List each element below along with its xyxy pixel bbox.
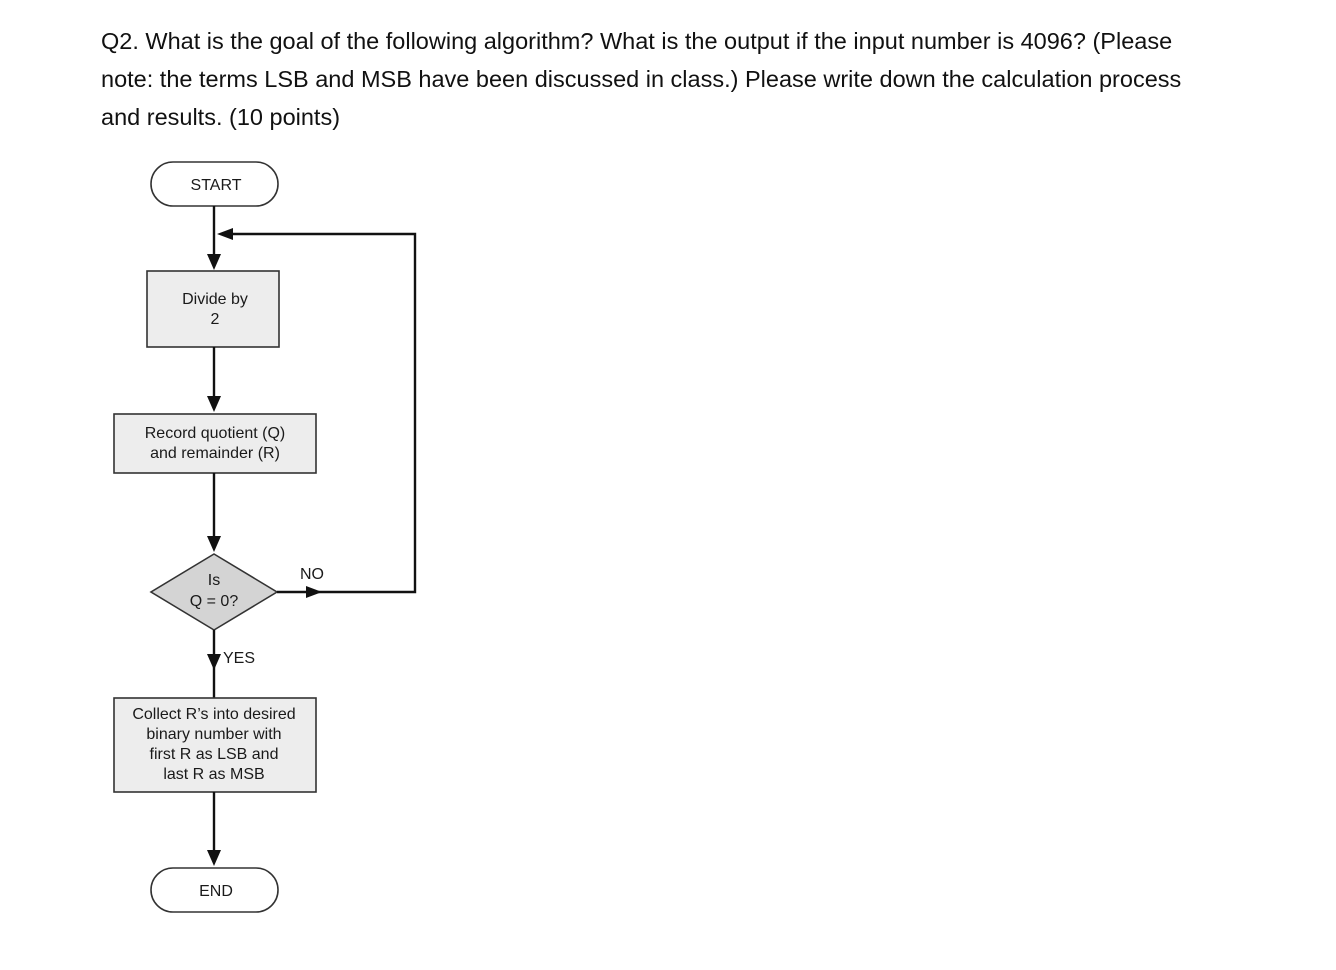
end-node-shape <box>150 867 279 913</box>
record-label-line-2: and remainder (R) <box>150 445 280 462</box>
decision-node-shape <box>149 553 279 631</box>
divide-label-line-1: Divide by <box>182 291 248 308</box>
question-text: Q2. What is the goal of the following al… <box>101 22 1291 136</box>
collect-node: Collect R’s into desired binary number w… <box>113 697 317 793</box>
collect-node-shape <box>113 697 317 793</box>
arrowhead-end <box>207 850 221 866</box>
arrowhead-no <box>306 586 322 598</box>
question-line-1: Q2. What is the goal of the following al… <box>101 28 1173 54</box>
arrowhead-divide <box>207 254 221 270</box>
decision-node: Is Q = 0? <box>149 553 279 631</box>
divide-node: Divide by 2 <box>146 270 280 348</box>
yes-label: YES <box>223 650 255 667</box>
decision-label-line-2: Q = 0? <box>190 593 239 610</box>
collect-label-line-1: Collect R’s into desired <box>132 706 295 723</box>
connector-no-loop <box>232 232 417 594</box>
no-label: NO <box>300 566 324 583</box>
question-line-3: and results. (10 points) <box>101 104 341 130</box>
collect-label-line-2: binary number with <box>146 726 281 743</box>
question-line-2: note: the terms LSB and MSB have been di… <box>101 66 1182 92</box>
arrowhead-decision <box>207 536 221 552</box>
divide-node-shape <box>146 270 280 348</box>
start-label: START <box>191 177 242 194</box>
end-node: END <box>150 867 279 913</box>
record-label-line-1: Record quotient (Q) <box>145 425 286 442</box>
end-label: END <box>199 883 233 900</box>
arrowhead-yes <box>207 654 221 670</box>
record-node: Record quotient (Q) and remainder (R) <box>113 413 317 474</box>
collect-label-line-3: first R as LSB and <box>150 746 279 763</box>
collect-label-line-4: last R as MSB <box>163 766 264 783</box>
divide-label-line-2: 2 <box>211 311 220 328</box>
start-node: START <box>150 161 279 207</box>
record-node-shape <box>113 413 317 474</box>
decision-label-line-1: Is <box>208 572 220 589</box>
arrowhead-record <box>207 396 221 412</box>
arrowhead-loop-return <box>217 228 233 240</box>
